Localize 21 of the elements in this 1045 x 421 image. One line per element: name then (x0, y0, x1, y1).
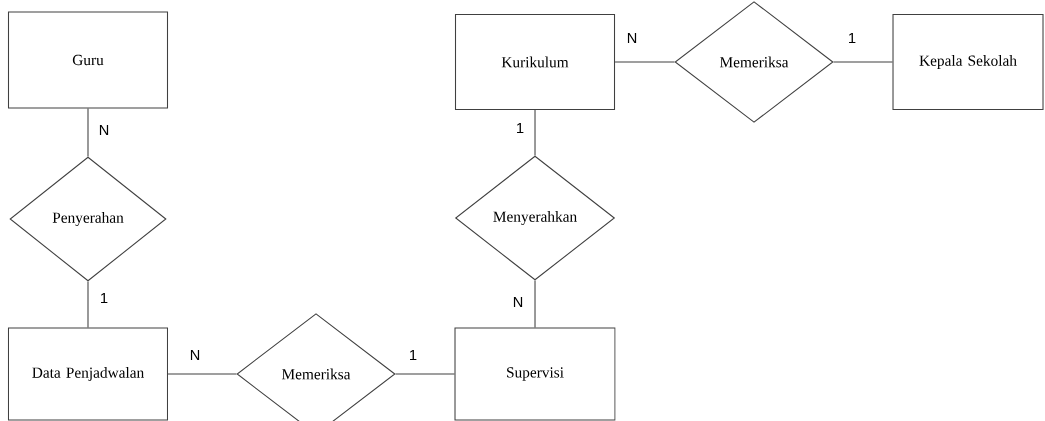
entity-box: Kepala Sekolah (892, 13, 1044, 111)
cardinality-label: 1 (846, 31, 858, 45)
connector-line (167, 373, 237, 375)
connector-line (87, 281, 89, 328)
connector-line (534, 109, 536, 157)
cardinality-label: 1 (98, 291, 110, 305)
entity-box: Data Penjadwalan (7, 327, 169, 421)
connector-line (833, 61, 893, 63)
cardinality-label: 1 (514, 121, 526, 135)
cardinality-label: N (511, 295, 525, 309)
connector-line (534, 280, 536, 328)
cardinality-label: N (188, 348, 202, 362)
cardinality-label: N (625, 31, 639, 45)
entity-box: Kurikulum (454, 13, 616, 111)
connector-line (87, 108, 89, 158)
entity-box: Guru (7, 11, 169, 109)
connector-line (614, 61, 675, 63)
entity-box: Supervisi (454, 327, 616, 421)
cardinality-label: N (97, 123, 111, 137)
cardinality-label: 1 (407, 348, 419, 362)
connector-line (395, 373, 455, 375)
